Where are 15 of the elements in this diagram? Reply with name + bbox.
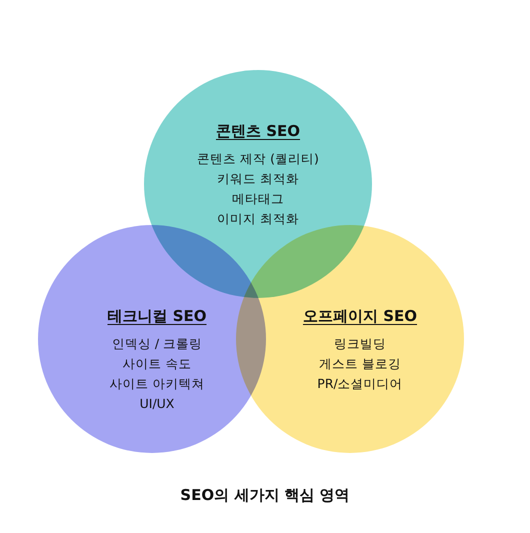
list-item: 게스트 블로깅 bbox=[319, 355, 401, 373]
list-item: UI/UX bbox=[140, 395, 174, 413]
circle-heading: 콘텐츠 SEO bbox=[216, 122, 300, 141]
list-item: PR/소셜미디어 bbox=[317, 375, 403, 393]
list-item: 메타태그 bbox=[232, 190, 284, 208]
list-item: 링크빌딩 bbox=[334, 335, 386, 353]
list-item: 이미지 최적화 bbox=[217, 210, 299, 228]
list-item: 콘텐츠 제작 (퀄리티) bbox=[197, 150, 319, 168]
list-item: 키워드 최적화 bbox=[217, 170, 299, 188]
list-item: 사이트 속도 bbox=[122, 355, 192, 373]
circle-heading: 오프페이지 SEO bbox=[302, 307, 418, 326]
list-item: 인덱싱 / 크롤링 bbox=[112, 335, 202, 353]
circle-heading: 테크니컬 SEO bbox=[107, 307, 207, 326]
list-item: 사이트 아키텍쳐 bbox=[110, 375, 204, 393]
caption: SEO의 세가지 핵심 영역 bbox=[179, 486, 351, 505]
